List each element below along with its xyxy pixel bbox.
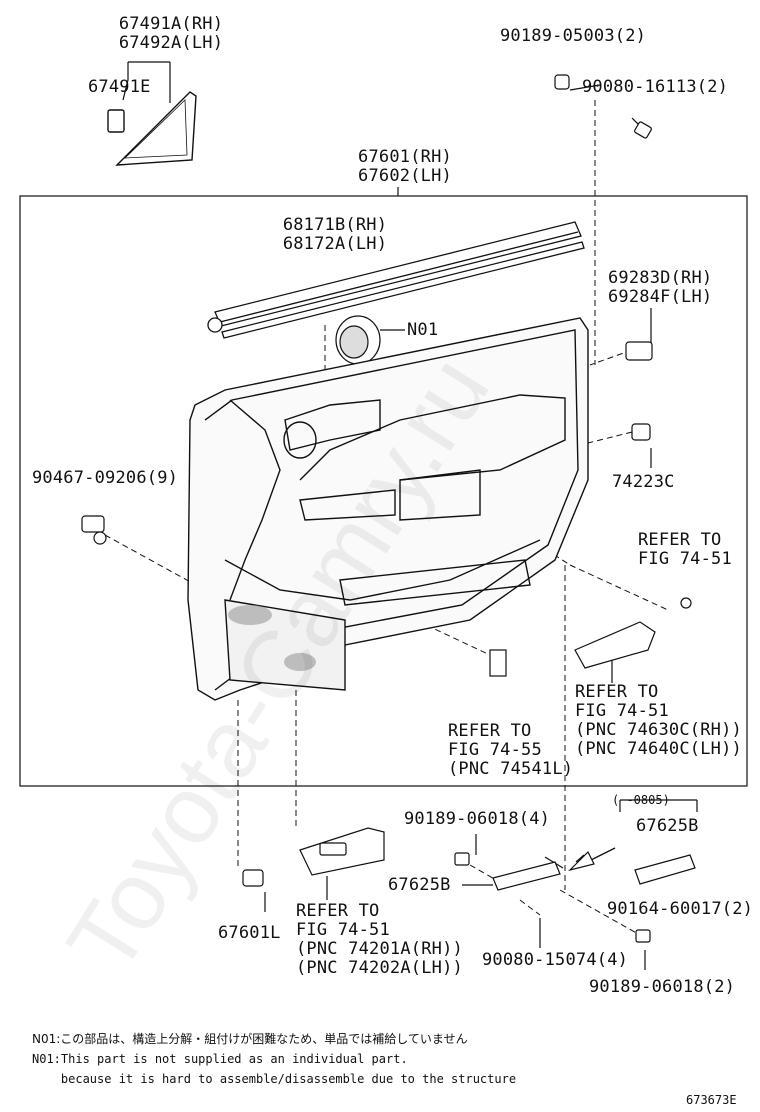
note-n01-japanese: N01:この部品は、構造上分解・組付けが困難なため、単品では補給していません xyxy=(32,1032,468,1046)
note-n01-english-line2: because it is hard to assemble/disassemb… xyxy=(32,1072,517,1086)
part-label-68171b: 68171B(RH) 68172A(LH) xyxy=(282,215,388,254)
part-label-67625b-top: 67625B xyxy=(636,816,699,836)
refer-fig-74-51-switch-base: REFER TO FIG 74-51 (PNC 74201A(RH)) (PNC… xyxy=(296,901,463,978)
weatherstrip-shape xyxy=(207,221,585,339)
part-label-67491a: 67491A(RH) 67492A(LH) xyxy=(118,14,224,53)
part-label-74223c: 74223C xyxy=(612,472,675,492)
mirror-garnish-shape xyxy=(107,91,197,166)
door-panel-shape xyxy=(187,317,589,701)
refer-fig-74-51-armrest: REFER TO FIG 74-51 (PNC 74630C(RH)) (PNC… xyxy=(575,682,742,759)
part-label-90467-09206: 90467-09206(9) xyxy=(32,468,179,488)
part-label-67601: 67601(RH) 67602(LH) xyxy=(358,147,452,186)
part-label-67625b-left: 67625B xyxy=(388,875,451,895)
part-label-67491e: 67491E xyxy=(88,77,151,97)
part-label-67601l: 67601L xyxy=(218,923,281,943)
note-n01-english-line1: N01:This part is not supplied as an indi… xyxy=(32,1052,408,1066)
refer-fig-74-51-upper: REFER TO FIG 74-51 xyxy=(638,530,732,569)
part-label-69283d: 69283D(RH) 69284F(LH) xyxy=(608,268,713,307)
assembly-box xyxy=(19,195,748,787)
date-range-label: ( -0805) xyxy=(612,793,670,807)
part-label-n01: N01 xyxy=(407,320,439,340)
part-label-90080-16113: 90080-16113(2) xyxy=(582,77,729,97)
part-label-90189-06018-4: 90189-06018(4) xyxy=(404,809,551,829)
part-label-90189-05003: 90189-05003(2) xyxy=(500,26,647,46)
figure-code: 673673E xyxy=(686,1093,737,1107)
part-label-90080-15074: 90080-15074(4) xyxy=(482,950,629,970)
part-label-90164-60017: 90164-60017(2) xyxy=(607,899,754,919)
part-label-90189-06018-2: 90189-06018(2) xyxy=(589,977,736,997)
refer-fig-74-55: REFER TO FIG 74-55 (PNC 74541L) xyxy=(448,721,574,779)
